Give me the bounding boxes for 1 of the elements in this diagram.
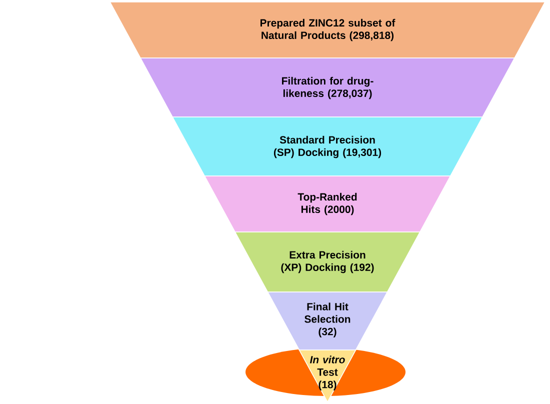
- funnel-band: Final Hit Selection (32): [267, 292, 388, 350]
